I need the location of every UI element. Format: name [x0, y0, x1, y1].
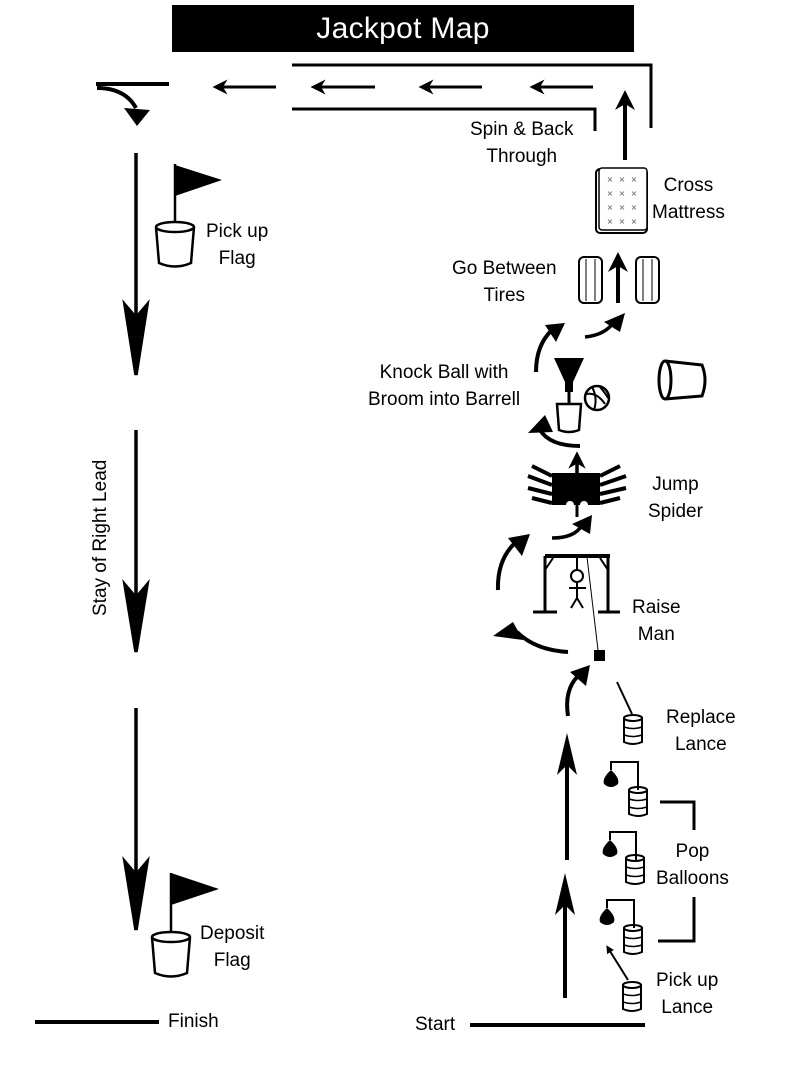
flag-bucket-icon	[150, 873, 219, 978]
balloons	[599, 761, 639, 928]
bracket	[660, 800, 696, 830]
gallows-icon	[533, 554, 620, 651]
barrel-icon	[623, 714, 643, 745]
balloon-icon	[602, 831, 637, 860]
svg-text:×: ×	[619, 175, 626, 184]
curved-arrow-icon	[565, 674, 580, 717]
svg-text:×: ×	[619, 217, 626, 226]
svg-text:×: ×	[631, 203, 638, 212]
tire-icon	[578, 256, 603, 304]
bracket	[658, 897, 696, 943]
map-title: Jackpot Map	[172, 5, 634, 52]
arrow-icon	[606, 945, 629, 981]
pulley-weight-icon	[594, 650, 605, 661]
barrel-icon	[622, 981, 642, 1012]
svg-text:×: ×	[631, 217, 638, 226]
ball-icon	[583, 384, 611, 412]
barrel-icon	[555, 402, 583, 434]
svg-text:×: ×	[631, 175, 638, 184]
svg-text:×: ×	[631, 189, 638, 198]
curved-arrow-icon	[515, 630, 569, 654]
svg-text:×: ×	[607, 217, 614, 226]
tire-icon	[635, 256, 660, 304]
barrel-icon	[628, 786, 648, 817]
top-lane	[292, 63, 653, 131]
label-finish: Finish	[168, 1011, 219, 1032]
barrel-icon	[625, 854, 645, 885]
barrel-side-icon	[657, 359, 707, 401]
curved-arrow-icon	[538, 428, 581, 448]
mattress-icon: × × × × × × × × × × × ×	[595, 167, 648, 234]
left-lane-arrows	[122, 153, 150, 931]
svg-text:×: ×	[619, 203, 626, 212]
balloon-icon	[599, 899, 635, 928]
curved-arrow-icon	[495, 541, 517, 591]
svg-text:×: ×	[607, 203, 614, 212]
label-start: Start	[415, 1014, 456, 1035]
svg-text:×: ×	[607, 189, 614, 198]
barrel-icon	[623, 924, 643, 955]
balloon-icon	[603, 761, 639, 790]
curved-arrow-icon	[534, 328, 554, 373]
label-stay-right-lead: Stay of Right Lead	[90, 459, 111, 616]
svg-text:×: ×	[607, 175, 614, 184]
broom-icon	[554, 358, 584, 404]
turn-arrow-icon	[96, 86, 138, 110]
lance-barrels	[622, 714, 648, 1012]
svg-text:×: ×	[619, 189, 626, 198]
flag-bucket-icon	[154, 164, 222, 268]
